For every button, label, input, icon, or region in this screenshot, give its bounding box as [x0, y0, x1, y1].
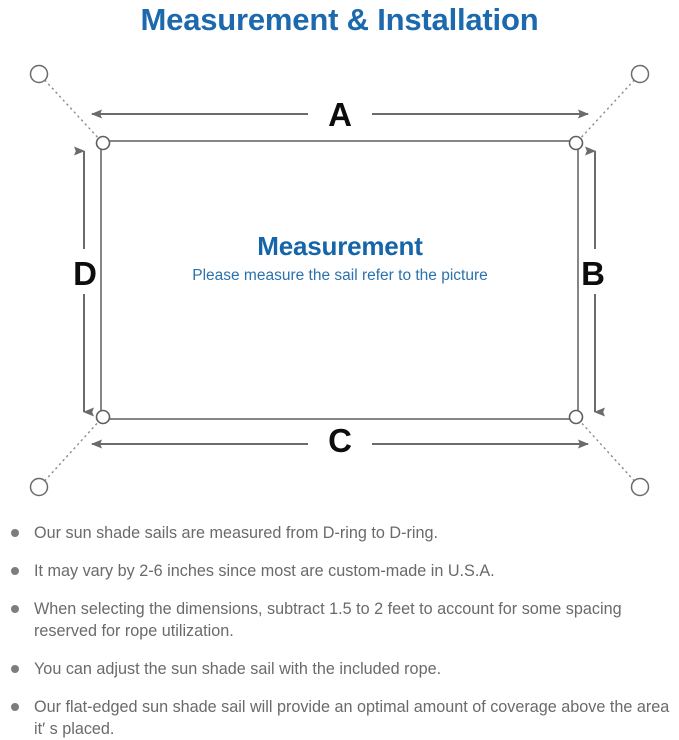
sail-center-label: Measurement Please measure the sail refe… [100, 231, 580, 285]
rope-top-left [40, 75, 102, 142]
diagram-svg [29, 64, 650, 497]
sail-outline [100, 140, 579, 420]
list-item: Our sun shade sails are measured from D-… [0, 522, 679, 544]
list-item-text: Our sun shade sails are measured from D-… [34, 524, 438, 542]
rope-bottom-right [577, 418, 639, 486]
rope-top-right [577, 75, 639, 142]
anchor-point-bottom-right [630, 477, 650, 497]
list-item-text: You can adjust the sun shade sail with t… [34, 660, 442, 678]
anchor-point-top-right [630, 64, 650, 84]
rope-bottom-left [40, 418, 102, 486]
list-item: It may vary by 2-6 inches since most are… [0, 560, 679, 582]
rope-lines [40, 75, 639, 486]
sail-headline: Measurement [257, 231, 423, 261]
bullet-icon [11, 567, 19, 575]
dimension-label-d: D [73, 255, 97, 292]
notes-list: Our sun shade sails are measured from D-… [0, 522, 679, 740]
list-item: You can adjust the sun shade sail with t… [0, 658, 679, 680]
dimension-label-c: C [328, 422, 352, 459]
d-ring-bottom-left [95, 409, 111, 425]
anchor-point-bottom-left [29, 477, 49, 497]
anchor-point-top-left [29, 64, 49, 84]
d-ring-bottom-right [568, 409, 584, 425]
list-item-text: When selecting the dimensions, subtract … [34, 600, 622, 640]
bullet-icon [11, 703, 19, 711]
bullet-icon [11, 529, 19, 537]
dimension-label-b: B [581, 255, 605, 292]
page-title: Measurement & Installation [140, 2, 539, 37]
dimension-label-a: A [328, 96, 352, 133]
d-ring-top-right [568, 135, 584, 151]
measurement-diagram: A B C D Measurement Please measure the s… [0, 44, 679, 514]
d-ring-top-left [95, 135, 111, 151]
list-item-text: Our flat-edged sun shade sail will provi… [34, 698, 670, 738]
d-rings [95, 135, 584, 425]
list-item-text: It may vary by 2-6 inches since most are… [34, 562, 495, 580]
list-item: Our flat-edged sun shade sail will provi… [0, 696, 679, 740]
bullet-icon [11, 665, 19, 673]
anchor-points [29, 64, 650, 497]
sail-subline: Please measure the sail refer to the pic… [192, 266, 488, 284]
bullet-icon [11, 605, 19, 613]
list-item: When selecting the dimensions, subtract … [0, 598, 679, 642]
